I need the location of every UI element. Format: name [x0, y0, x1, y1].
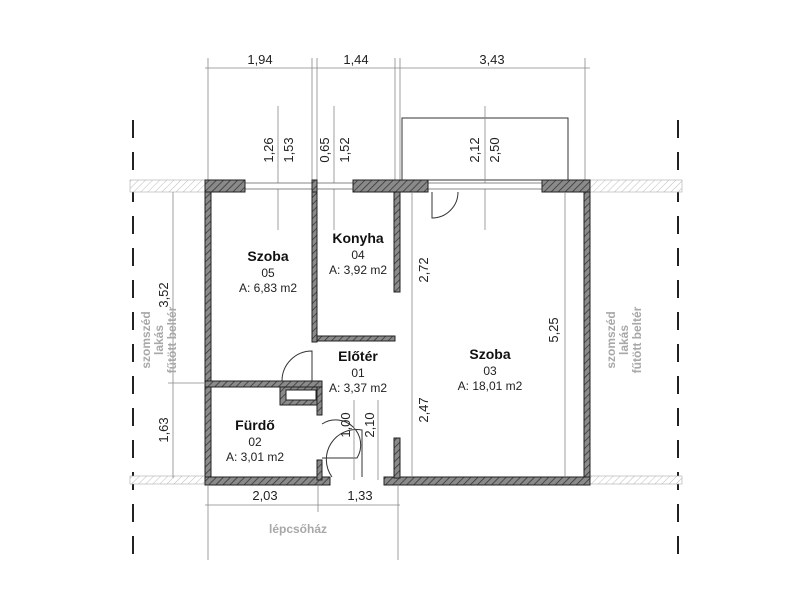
room-name: Szoba: [469, 346, 510, 362]
neighbor-wall: [589, 475, 683, 485]
room-szoba-05: Szoba 05 A: 6,83 m2: [239, 248, 297, 295]
dimension-label: 2,47: [416, 397, 431, 422]
window-dimension: 1,52: [337, 137, 352, 162]
neighbor-label-line: lakás: [152, 325, 166, 355]
dimension-label: 3,52: [156, 282, 171, 307]
walls: [204, 179, 591, 486]
room-number: 01: [351, 366, 365, 380]
dimension-label: 5,25: [546, 317, 561, 342]
window-dimension: 1,53: [281, 137, 296, 162]
room-area: A: 6,83 m2: [239, 281, 297, 295]
room-area: A: 3,37 m2: [329, 381, 387, 395]
neighbor-wall: [129, 179, 206, 193]
dimension-label: 1,44: [343, 52, 368, 67]
top-dimension-chain: [205, 58, 590, 180]
dimension-label: 1,63: [156, 417, 171, 442]
room-name: Fürdő: [235, 417, 275, 433]
window-dimension: 2,50: [487, 137, 502, 162]
room-furdo-02: Fürdő 02 A: 3,01 m2: [226, 417, 284, 464]
room-number: 03: [483, 364, 497, 378]
room-number: 04: [351, 248, 365, 262]
neighbor-label-left: szomszéd lakás fűtött beltér: [139, 306, 179, 373]
room-area: A: 3,92 m2: [329, 263, 387, 277]
doors: [281, 191, 459, 478]
room-area: A: 18,01 m2: [458, 379, 523, 393]
dimension-label: 3,43: [479, 52, 504, 67]
room-szoba-03: Szoba 03 A: 18,01 m2: [458, 346, 523, 393]
room-number: 05: [261, 266, 275, 280]
room-area: A: 3,01 m2: [226, 450, 284, 464]
dimension-label: 1,33: [347, 488, 372, 503]
room-name: Szoba: [247, 248, 288, 264]
neighbor-wall: [129, 475, 206, 485]
neighbor-wall: [589, 179, 683, 193]
room-number: 02: [248, 435, 262, 449]
dimension-label: 2,03: [252, 488, 277, 503]
neighbor-label-line: fűtött beltér: [630, 306, 644, 373]
dimension-label: 2,72: [416, 257, 431, 282]
window-dimension: 2,12: [467, 137, 482, 162]
room-konyha-04: Konyha 04 A: 3,92 m2: [329, 230, 387, 277]
window-dimension: 0,65: [317, 137, 332, 162]
neighbor-label-line: fűtött beltér: [165, 306, 179, 373]
room-name: Előtér: [338, 348, 378, 364]
room-eloter-01: Előtér 01 A: 3,37 m2: [329, 348, 387, 395]
neighbor-label-line: lakás: [617, 325, 631, 355]
neighbor-label-line: szomszéd: [604, 311, 618, 368]
neighbor-label-right: szomszéd lakás fűtött beltér: [604, 306, 644, 373]
neighbor-label-line: szomszéd: [139, 311, 153, 368]
dimension-label: 1,94: [247, 52, 272, 67]
room-name: Konyha: [332, 230, 384, 246]
stairwell-label: lépcsőház: [269, 522, 327, 536]
window-dimension: 1,26: [261, 137, 276, 162]
dimension-label: 1,00: [338, 412, 353, 437]
dimension-label: 2,10: [362, 412, 377, 437]
